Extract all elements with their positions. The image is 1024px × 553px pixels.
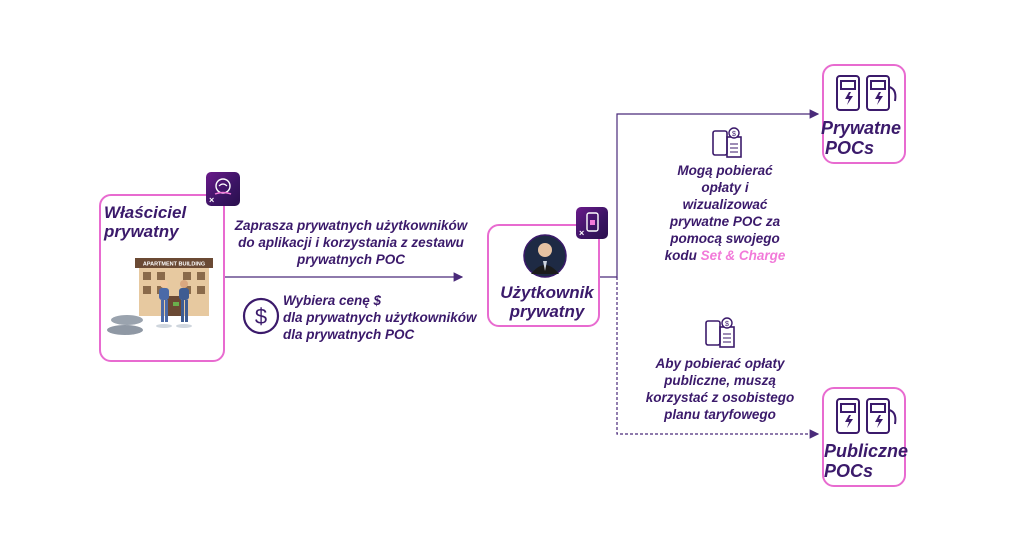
private-pocs-box: Prywatne POCs [821, 64, 906, 164]
user-badge: × [576, 207, 608, 239]
avatar [523, 234, 567, 278]
phone-lock-icon [586, 212, 599, 232]
user-to-public-arrow [616, 277, 820, 439]
building-sign: APARTMENT BUILDING [143, 262, 205, 268]
invite-line1: Zaprasza prywatnych użytkowników [234, 218, 468, 233]
svg-text:$: $ [725, 321, 729, 328]
charger-icon [836, 398, 897, 434]
owner-title-line2: prywatny [104, 222, 179, 242]
badge-close-mark-user: × [579, 228, 585, 238]
public-pocs-line2: POCs [824, 461, 874, 482]
public-pocs-box: Publiczne POCs [822, 387, 908, 487]
private-pocs-line2: POCs [825, 138, 875, 159]
private-line2: opłaty i [701, 180, 749, 195]
public-text: Aby pobierać opłaty publiczne, muszą kor… [630, 355, 810, 423]
user-title: Użytkownik prywatny [497, 283, 597, 321]
user-title-line2: prywatny [509, 302, 585, 322]
svg-text:$: $ [255, 304, 267, 329]
private-line5: pomocą swojego [670, 231, 780, 246]
phone-receipt-icon: $ [705, 317, 735, 348]
private-line1: Mogą pobierać [677, 163, 773, 178]
price-text: Wybiera cenę $ dla prywatnych użytkownik… [283, 292, 498, 343]
public-line2: publiczne, muszą [664, 373, 776, 388]
public-line4: planu taryfowego [664, 407, 776, 422]
private-line3: wizualizować [682, 197, 768, 212]
public-line1: Aby pobierać opłaty [655, 356, 785, 371]
invite-text: Zaprasza prywatnych użytkowników do apli… [222, 217, 480, 268]
hand-coin-icon [214, 178, 232, 195]
invite-line3: prywatnych POC [296, 252, 406, 267]
private-line6: kodu Set & Charge [640, 247, 810, 264]
dollar-circle-icon: $ [242, 297, 280, 335]
private-text: Mogą pobierać opłaty i wizualizować pryw… [640, 162, 810, 264]
price-line2: dla prywatnych użytkowników [283, 310, 477, 325]
price-line1: Wybiera cenę $ [283, 293, 382, 308]
set-and-charge-highlight: Set & Charge [700, 248, 786, 263]
apartment-building-illustration: APARTMENT BUILDING [107, 258, 213, 335]
public-pocs-line1: Publiczne [824, 441, 909, 461]
public-line3: korzystać z osobistego [645, 390, 795, 405]
private-pocs-line1: Prywatne [821, 118, 902, 138]
user-title-line1: Użytkownik [500, 283, 594, 302]
private-pocs-title: Prywatne POCs [821, 118, 901, 158]
price-line3: dla prywatnych POC [283, 327, 415, 342]
owner-title: Właściciel prywatny [104, 203, 186, 241]
invite-line2: do aplikacji i korzystania z zestawu [238, 235, 464, 250]
public-pocs-title: Publiczne POCs [824, 441, 908, 481]
private-line4: prywatne POC za [669, 214, 781, 229]
charger-icon [836, 75, 897, 111]
user-to-private-arrow [600, 109, 820, 278]
private-line6-prefix: kodu [664, 248, 701, 263]
owner-box: Właściciel prywatny APARTMENT BUILDING [99, 194, 225, 362]
phone-receipt-icon: $ [712, 127, 742, 158]
owner-title-line1: Właściciel [104, 203, 187, 222]
owner-badge: × [206, 172, 240, 206]
badge-close-mark: × [209, 195, 215, 205]
svg-text:$: $ [732, 131, 736, 138]
user-box: Użytkownik prywatny [487, 224, 600, 327]
